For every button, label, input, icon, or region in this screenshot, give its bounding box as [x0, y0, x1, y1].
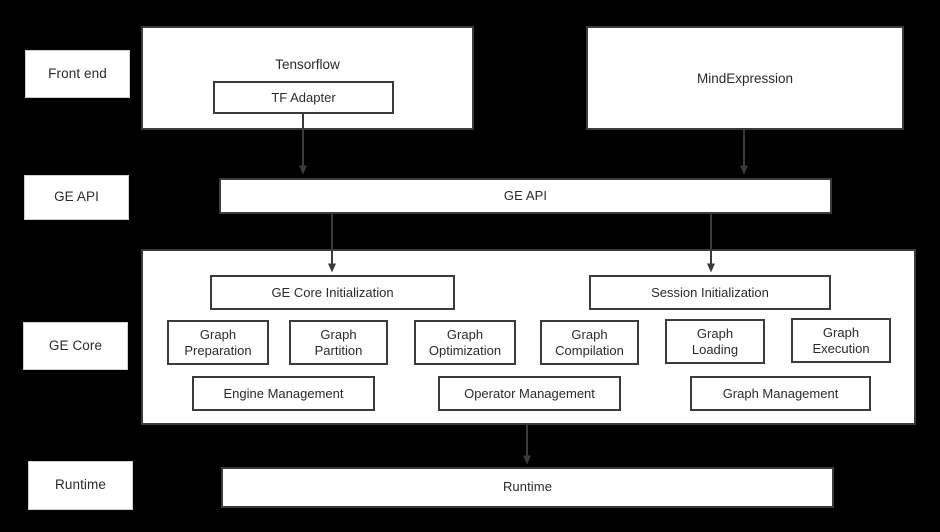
mindexpression-title: MindExpression: [696, 70, 794, 86]
engine-management-box: Engine Management: [192, 376, 375, 411]
session-initialization-box: Session Initialization: [589, 275, 831, 310]
tf-adapter-label: TF Adapter: [271, 89, 336, 105]
ge-api-label: GE API: [503, 187, 548, 203]
operator-management-label: Operator Management: [464, 385, 595, 401]
layer-label-ge-core-text: GE Core: [48, 337, 103, 353]
graph-execution-box: Graph Execution: [791, 318, 891, 363]
graph-loading-box: Graph Loading: [665, 319, 765, 364]
graph-compilation-label: Graph Compilation: [555, 326, 624, 358]
ge-core-initialization-label: GE Core Initialization: [271, 284, 394, 300]
layer-label-ge-api: GE API: [24, 175, 129, 220]
graph-partition-label: Graph Partition: [314, 326, 363, 358]
layer-label-ge-core: GE Core: [23, 322, 128, 370]
graph-loading-label: Graph Loading: [691, 325, 739, 357]
graph-management-box: Graph Management: [690, 376, 871, 411]
layer-label-front-end-text: Front end: [48, 65, 107, 81]
layer-label-runtime-text: Runtime: [55, 477, 106, 493]
tensorflow-container: Tensorflow: [141, 26, 474, 130]
layer-label-runtime: Runtime: [28, 461, 133, 510]
graph-preparation-label: Graph Preparation: [184, 326, 252, 358]
graph-management-label: Graph Management: [722, 385, 839, 401]
ge-api-box: GE API: [219, 178, 832, 214]
ge-core-initialization-box: GE Core Initialization: [210, 275, 455, 310]
tensorflow-title: Tensorflow: [275, 57, 340, 72]
graph-partition-box: Graph Partition: [289, 320, 388, 365]
graph-execution-label: Graph Execution: [812, 324, 870, 356]
engine-management-label: Engine Management: [223, 385, 344, 401]
session-initialization-label: Session Initialization: [651, 284, 769, 300]
mindexpression-container: MindExpression: [586, 26, 904, 130]
operator-management-box: Operator Management: [438, 376, 621, 411]
layer-label-front-end: Front end: [25, 50, 130, 98]
graph-preparation-box: Graph Preparation: [167, 320, 269, 365]
graph-optimization-box: Graph Optimization: [414, 320, 516, 365]
runtime-box: Runtime: [221, 467, 834, 508]
graph-compilation-box: Graph Compilation: [540, 320, 639, 365]
graph-optimization-label: Graph Optimization: [428, 326, 502, 358]
runtime-label: Runtime: [502, 479, 553, 495]
tf-adapter-box: TF Adapter: [213, 81, 394, 114]
layer-label-ge-api-text: GE API: [54, 189, 99, 205]
